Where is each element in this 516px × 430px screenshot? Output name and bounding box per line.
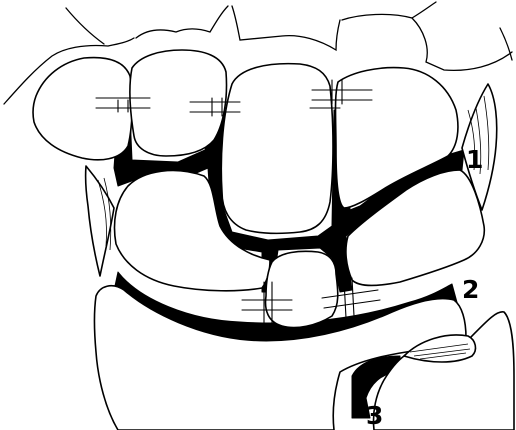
capitate-bone (221, 64, 333, 234)
trapezium-lateral-sliver (86, 166, 114, 276)
metacarpal-outline-2 (66, 8, 104, 44)
lunate-bone (266, 251, 338, 327)
metacarpal-outline-7 (500, 28, 512, 60)
label-joint-1: 1 (466, 145, 483, 174)
metacarpal-outline-4 (232, 6, 340, 50)
metacarpal-outline-6 (412, 18, 512, 70)
metacarpal-outline-5 (342, 2, 436, 20)
label-joint-2: 2 (462, 275, 479, 304)
metacarpal-outline-3 (136, 6, 228, 38)
label-joint-3: 3 (366, 401, 383, 430)
trapezium-bone (33, 58, 132, 160)
